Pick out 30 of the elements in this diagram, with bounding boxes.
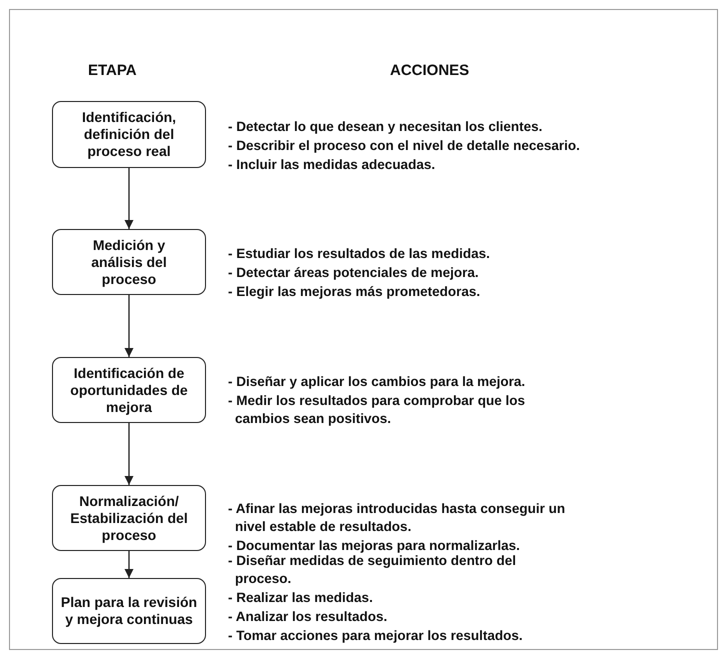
action-text: - Diseñar medidas de seguimiento dentro del proceso. [228, 553, 518, 588]
column-header: ACCIONES [390, 62, 470, 79]
action-text: - Estudiar los resultados de las medidas. [228, 245, 491, 263]
action-text: - Diseñar y aplicar los cambios para la mejora. [228, 373, 526, 391]
action-text: - Detectar lo que desean y necesitan los clientes. [228, 118, 544, 136]
action-text: - Incluir las medidas adecuadas. [228, 156, 436, 174]
arrow [124, 551, 134, 578]
action-text: - Medir los resultados para comprobar que los cambios sean positivos. [228, 392, 526, 428]
action-text: - Elegir las mejoras más prometedoras. [228, 283, 482, 301]
stage-label: Plan para la revisión y mejora continuas [60, 594, 198, 628]
action-text: - Realizar las medidas. [228, 589, 374, 607]
process-box [52, 485, 206, 551]
process-box [52, 357, 206, 423]
stage-label: Identificación de oportunidades de mejora [69, 364, 189, 416]
action-text: - Analizar los resultados. [228, 608, 388, 626]
action-text: - Documentar las mejoras para normalizarlas. [228, 537, 521, 555]
process-box [52, 229, 206, 295]
action-text: - Detectar áreas potenciales de mejora. [228, 264, 480, 282]
arrow [124, 423, 134, 485]
stage-label: Medición y análisis del proceso [90, 236, 168, 288]
stage-label: Normalización/ Estabilización del proceso [69, 492, 189, 544]
arrow [124, 295, 134, 357]
arrow [124, 168, 134, 229]
process-box [52, 101, 206, 168]
column-header: ETAPA [88, 62, 137, 79]
action-text: - Describir el proceso con el nivel de detalle necesario. [228, 137, 581, 155]
process-box [52, 578, 206, 644]
stage-label: Identificación, definición del proceso real [80, 109, 178, 160]
action-text: - Afinar las mejoras introducidas hasta conseguir un nivel estable de resultados. [228, 500, 566, 536]
action-text: - Tomar acciones para mejorar los resultados. [228, 627, 524, 645]
